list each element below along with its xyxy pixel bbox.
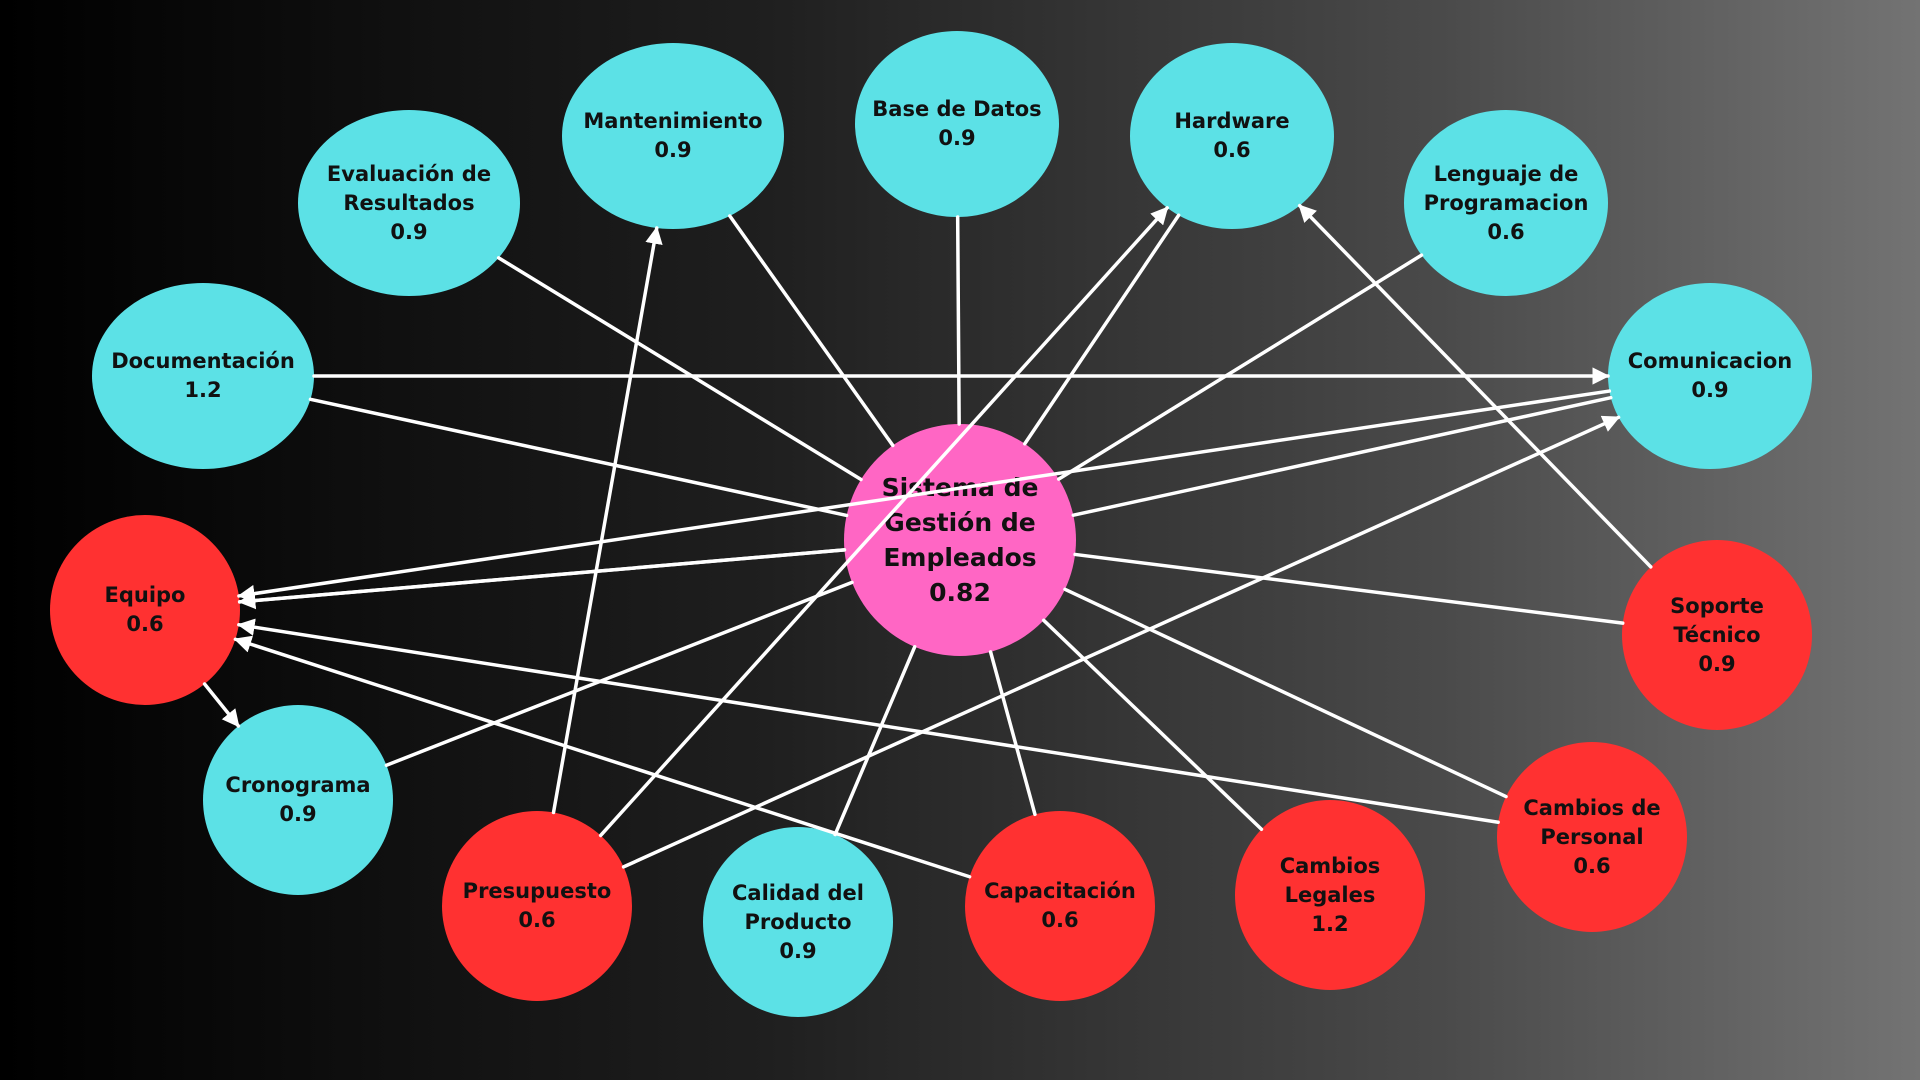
node-label: Presupuesto bbox=[462, 879, 612, 903]
edge-basedatos-to-center bbox=[955, 215, 961, 426]
edge-center-to-calidad bbox=[833, 645, 917, 837]
node-label: Cambios de Personal bbox=[1523, 795, 1661, 849]
node-value: 0.9 bbox=[654, 138, 692, 162]
node-lenguaje: Lenguaje de Programacion 0.6 bbox=[1404, 110, 1608, 296]
node-comunicacion: Comunicacion 0.9 bbox=[1608, 283, 1812, 469]
center-value: 0.82 bbox=[929, 578, 991, 607]
node-value: 0.9 bbox=[279, 802, 317, 826]
edge-presupuesto-to-comunicacion bbox=[621, 415, 1621, 869]
node-basedatos: Base de Datos 0.9 bbox=[855, 31, 1059, 217]
node-label: Comunicacion bbox=[1627, 349, 1793, 373]
center-node: Sistema de Gestión de Empleados 0.82 bbox=[844, 424, 1076, 656]
node-cambioslegales: Cambios Legales 1.2 bbox=[1235, 800, 1425, 990]
edge-evaluacion-to-center bbox=[496, 256, 863, 482]
node-calidad: Calidad del Producto 0.9 bbox=[703, 827, 893, 1017]
node-value: 0.9 bbox=[779, 938, 817, 963]
node-label: Lenguaje de Programacion bbox=[1423, 161, 1589, 215]
node-label: Evaluación de Resultados bbox=[326, 161, 492, 215]
node-label: Equipo bbox=[104, 583, 186, 607]
edge-center-to-comunicacion bbox=[1071, 395, 1613, 517]
node-mantenimiento: Mantenimiento 0.9 bbox=[562, 43, 784, 229]
center-title: Sistema de Gestión de Empleados bbox=[881, 473, 1039, 572]
node-equipo: Equipo 0.6 bbox=[50, 515, 240, 705]
node-value: 0.9 bbox=[1691, 378, 1729, 402]
node-value: 0.6 bbox=[1573, 853, 1611, 878]
node-value: 0.9 bbox=[390, 219, 428, 244]
node-label: Cambios Legales bbox=[1279, 853, 1381, 907]
edge-cambiospersonal-to-equipo bbox=[237, 618, 1500, 825]
node-presupuesto: Presupuesto 0.6 bbox=[442, 811, 632, 1001]
node-soporte: Soporte Técnico 0.9 bbox=[1622, 540, 1812, 730]
edge-center-to-cambioslegales bbox=[1041, 618, 1264, 831]
edge-center-to-cambiospersonal bbox=[1063, 587, 1508, 799]
node-value: 0.9 bbox=[1698, 651, 1736, 676]
node-label: Capacitación bbox=[984, 879, 1136, 903]
node-documentacion: Documentación 1.2 bbox=[92, 283, 314, 469]
edge-mantenimiento-to-center bbox=[728, 214, 895, 448]
edge-center-to-soporte bbox=[1073, 552, 1625, 625]
edge-documentacion-to-center bbox=[308, 397, 849, 518]
node-cambiospersonal: Cambios de Personal 0.6 bbox=[1497, 742, 1687, 932]
node-value: 0.6 bbox=[126, 612, 164, 636]
node-label: Calidad del Producto bbox=[732, 880, 864, 934]
node-value: 1.2 bbox=[184, 378, 222, 402]
node-label: Cronograma bbox=[225, 773, 371, 797]
edge-equipo-to-cronograma bbox=[202, 682, 241, 728]
node-label: Base de Datos bbox=[872, 97, 1042, 121]
node-label: Documentación bbox=[111, 349, 295, 373]
node-label: Soporte Técnico bbox=[1670, 593, 1764, 647]
edge-center-to-equipo bbox=[237, 548, 847, 610]
edge-center-to-equipo bbox=[237, 548, 847, 604]
edge-center-to-hardware bbox=[1023, 213, 1181, 446]
node-hardware: Hardware 0.6 bbox=[1130, 43, 1334, 229]
edge-center-to-capacitacion bbox=[988, 650, 1037, 817]
node-capacitacion: Capacitación 0.6 bbox=[965, 811, 1155, 1001]
node-label: Hardware bbox=[1174, 109, 1290, 133]
node-label: Mantenimiento bbox=[583, 109, 763, 133]
node-value: 0.6 bbox=[1041, 908, 1079, 932]
edge-center-to-cronograma bbox=[384, 580, 854, 768]
node-value: 1.2 bbox=[1311, 911, 1349, 936]
node-value: 0.6 bbox=[1487, 219, 1525, 244]
edge-presupuesto-to-mantenimiento bbox=[551, 226, 663, 815]
node-cronograma: Cronograma 0.9 bbox=[203, 705, 393, 895]
node-value: 0.9 bbox=[938, 126, 976, 150]
edge-lenguaje-to-center bbox=[1056, 253, 1424, 481]
node-evaluacion: Evaluación de Resultados 0.9 bbox=[298, 110, 520, 296]
node-value: 0.6 bbox=[1213, 138, 1251, 162]
node-value: 0.6 bbox=[518, 908, 556, 932]
